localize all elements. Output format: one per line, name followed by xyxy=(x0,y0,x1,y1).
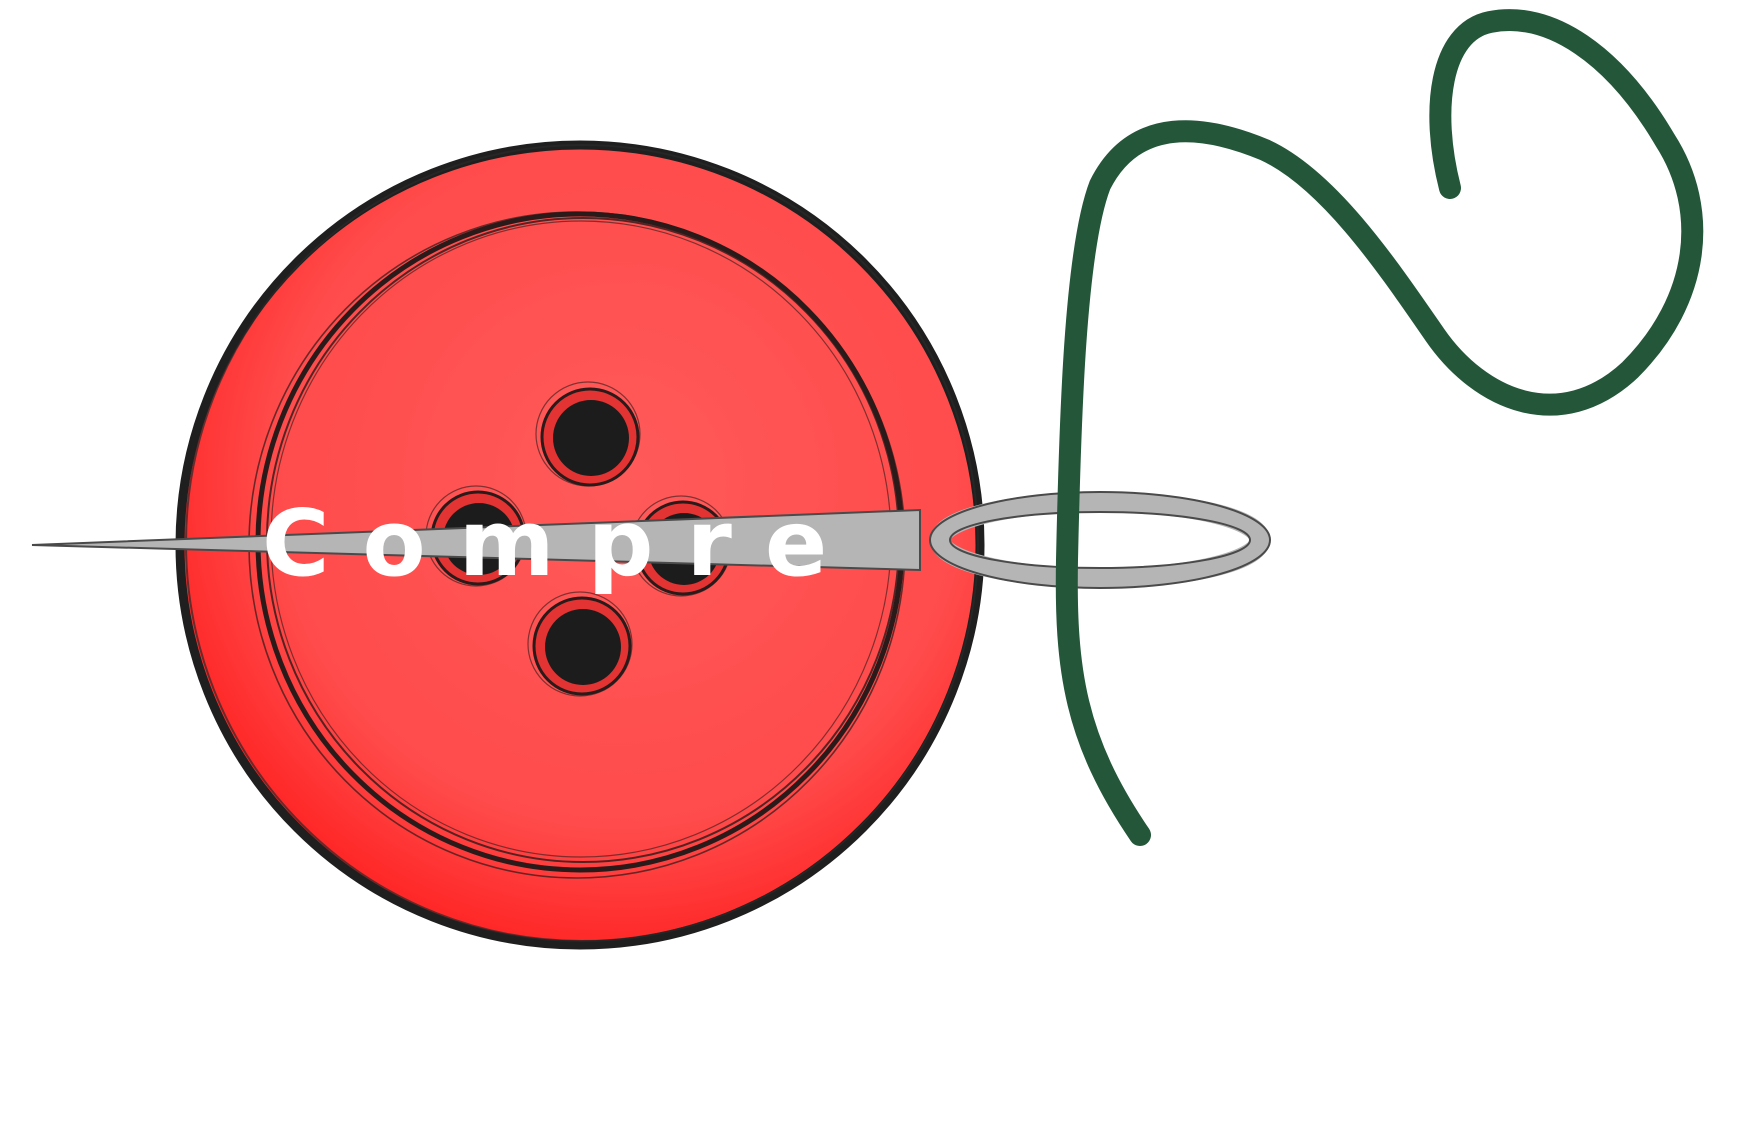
thread-icon xyxy=(1055,9,1704,846)
button-hole-top xyxy=(535,381,641,487)
logo-wordmark: Compre xyxy=(262,490,860,597)
button-hole-bottom xyxy=(527,591,633,697)
needle-icon xyxy=(31,491,1271,589)
